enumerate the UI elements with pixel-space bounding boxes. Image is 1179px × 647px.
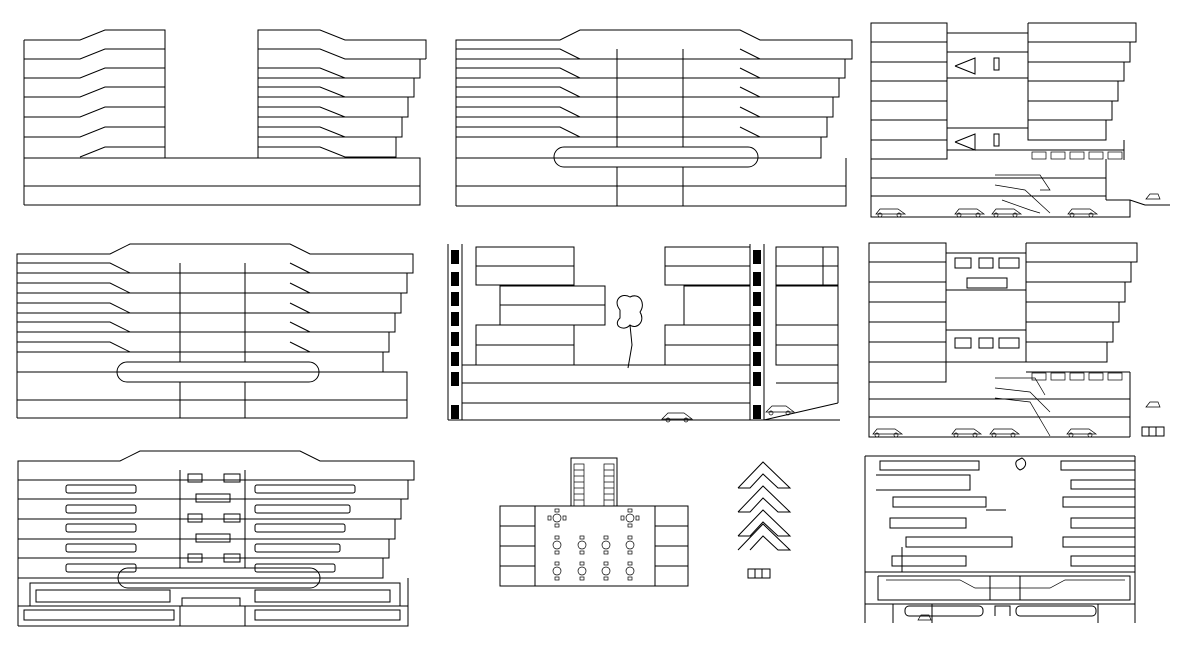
section-2 [447, 244, 840, 421]
parking-stalls [1031, 151, 1123, 381]
tree-symbol [737, 461, 792, 579]
section-3 [868, 242, 1165, 438]
dining-tables [547, 508, 640, 581]
elevation-3 [16, 243, 414, 419]
elevation-2 [455, 29, 853, 207]
elevation-1 [23, 29, 427, 206]
floor-plan [499, 457, 689, 587]
section-1 [870, 22, 1170, 218]
elevation-4 [17, 450, 415, 627]
plan-section [864, 455, 1136, 623]
car-symbols [661, 193, 1161, 621]
balcony-strip-left [451, 250, 761, 419]
